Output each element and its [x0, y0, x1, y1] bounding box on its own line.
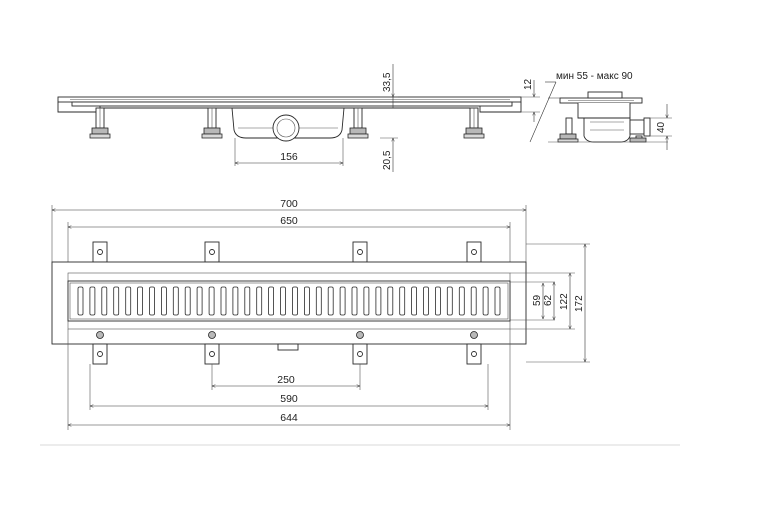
- grate-slot: [470, 286, 477, 316]
- dim-650-label: 650: [280, 215, 298, 227]
- grate-frame: [67, 280, 511, 322]
- side-view: 156 33,5 20,5 12: [57, 64, 540, 172]
- mounting-bracket: [466, 343, 482, 365]
- top-view: 700 650: [51, 198, 590, 430]
- grate-slot: [184, 286, 191, 316]
- grate-slot: [423, 286, 429, 316]
- dim-644-label: 644: [280, 412, 298, 424]
- grate-slot: [327, 286, 334, 316]
- dim-156-label: 156: [280, 151, 298, 163]
- dim-12-label: 12: [523, 78, 534, 90]
- end-view: мин 55 - макс 90 40: [529, 71, 672, 150]
- grate-slot: [137, 286, 144, 316]
- grate-slot: [232, 286, 239, 316]
- side-view-channel-top: [71, 101, 513, 107]
- dim-250-label: 250: [277, 374, 295, 386]
- grate-slot: [494, 286, 501, 316]
- mounting-bracket: [352, 343, 368, 365]
- grate-slot: [149, 286, 155, 316]
- grate-slot: [160, 286, 167, 316]
- dim-62-label: 62: [543, 294, 554, 306]
- grate-slot: [303, 286, 310, 316]
- dim-122-label: 122: [559, 293, 570, 310]
- grate-slot: [220, 286, 227, 316]
- grate-slots: [77, 286, 501, 316]
- grate-slot: [434, 286, 441, 316]
- side-view-leg: [201, 107, 223, 139]
- dim-40-label: 40: [656, 121, 667, 133]
- end-view-outlet: [629, 119, 645, 135]
- grate-slot: [458, 286, 465, 316]
- side-view-leg: [347, 107, 369, 139]
- grate-slot: [89, 286, 96, 316]
- grate-slot: [208, 286, 215, 316]
- grate-slot: [292, 286, 298, 316]
- grate-slot: [172, 286, 179, 316]
- grate-slot: [339, 286, 346, 316]
- side-view-leg: [463, 107, 485, 139]
- grate-slot: [351, 286, 358, 316]
- mounting-bracket: [204, 343, 220, 365]
- grate-slot: [375, 286, 382, 316]
- grate-slot: [196, 286, 203, 316]
- grate-slot: [411, 286, 418, 316]
- grate-slot: [315, 286, 322, 316]
- dim-590-label: 590: [280, 393, 298, 405]
- dim-700-label: 700: [280, 198, 298, 210]
- side-view-leg: [89, 107, 111, 139]
- dim-172-label: 172: [574, 295, 585, 312]
- grate-slot: [446, 286, 453, 316]
- grate-slot: [101, 286, 108, 316]
- grate-slot: [256, 286, 263, 316]
- height-range-label: мин 55 - макс 90: [556, 71, 633, 82]
- grate-slot: [280, 286, 286, 316]
- end-view-channel: [577, 103, 631, 119]
- dim-20-5-label: 20,5: [382, 150, 393, 170]
- grate-slot: [77, 286, 84, 316]
- grate-slot: [482, 286, 489, 316]
- outlet-tab: [277, 343, 299, 351]
- grate-slot: [363, 286, 370, 316]
- grate-slot: [113, 286, 120, 316]
- grate-slot: [387, 286, 394, 316]
- dim-33-5-label: 33,5: [382, 72, 393, 92]
- mounting-bracket: [92, 343, 108, 365]
- grate-slot: [399, 286, 406, 316]
- dim-59-label: 59: [532, 294, 543, 306]
- grate-slot: [125, 286, 132, 316]
- grate-slot: [244, 286, 251, 316]
- grate-slot: [268, 286, 275, 316]
